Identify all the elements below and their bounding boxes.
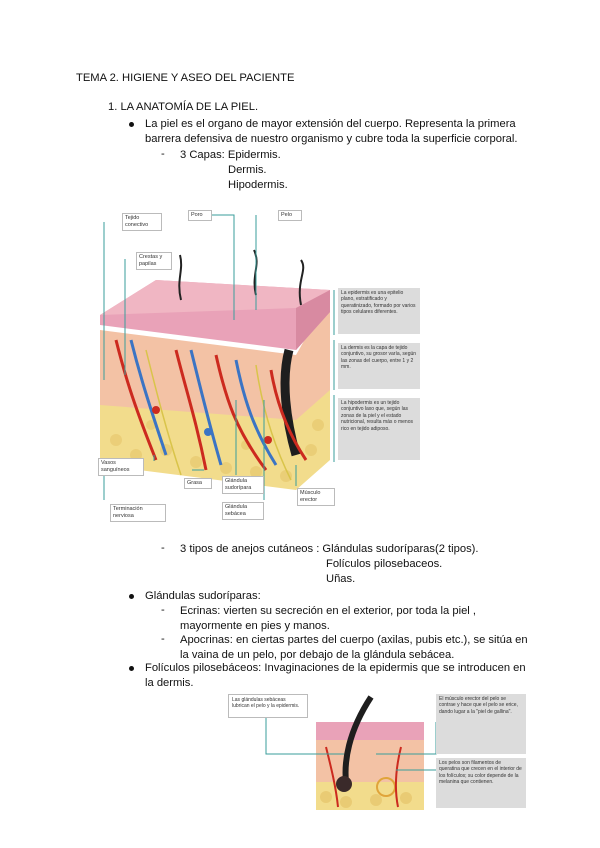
anejos-unas: Uñas.	[326, 573, 356, 585]
ecrinas-line-2: mayormente en pies y manos.	[180, 620, 330, 632]
intro-line-2: barrera defensiva de nuestro organismo y…	[145, 133, 518, 145]
dash-marker: -	[161, 633, 165, 645]
info-musculo-erector: El músculo erector del pelo se contrae y…	[436, 694, 526, 754]
follicle-illustration	[265, 695, 437, 810]
info-epidermis: La epidermis es una epitelio plano, estr…	[338, 288, 420, 334]
label-grasa: Grasa	[184, 478, 212, 489]
foliculos-line-1: Folículos pilosebáceos: Invaginaciones d…	[145, 662, 526, 674]
follicle-diagram: Las glándulas sebáceas lubrican el pelo …	[226, 692, 528, 812]
bullet-marker	[129, 666, 134, 671]
info-pelos: Los pelos son filamentos de queratina qu…	[436, 758, 526, 808]
anejos-lead: 3 tipos de anejos cutáneos : Glándulas s…	[180, 543, 479, 555]
bullet-marker	[129, 122, 134, 127]
dash-marker: -	[161, 148, 165, 160]
label-glandula-sebacea: Glándula sebácea	[222, 502, 264, 520]
foliculos-line-2: la dermis.	[145, 677, 194, 689]
info-hipodermis: La hipodermis es un tejido conjuntivo la…	[338, 398, 420, 460]
label-glandula-sudoripara: Glándula sudorípara	[222, 476, 264, 494]
skin-illustration	[100, 214, 335, 500]
page-title: TEMA 2. HIGIENE Y ASEO DEL PACIENTE	[76, 72, 295, 84]
label-tejido-conectivo: Tejido conectivo	[122, 213, 162, 231]
info-dermis: La dermis es la capa de tejido conjuntiv…	[338, 343, 420, 389]
label-pelo: Pelo	[278, 210, 302, 221]
label-poro: Poro	[188, 210, 212, 221]
skin-diagram: Tejido conectivo Poro Pelo Crestas y pap…	[96, 200, 430, 525]
label-terminacion-nerviosa: Terminación nerviosa	[110, 504, 166, 522]
bullet-marker	[129, 594, 134, 599]
section-heading: 1. LA ANATOMÍA DE LA PIEL.	[108, 101, 259, 113]
apocrinas-line-2: la vaina de un pelo, por debajo de la gl…	[180, 649, 455, 661]
ecrinas-line-1: Ecrinas: vierten su secreción en el exte…	[180, 605, 476, 617]
layer-dermis: Dermis.	[228, 164, 267, 176]
dash-marker: -	[161, 604, 165, 616]
intro-line-1: La piel es el organo de mayor extensión …	[145, 118, 516, 130]
layer-hipodermis: Hipodermis.	[228, 179, 288, 191]
label-musculo-erector: Músculo erector	[297, 488, 335, 506]
label-vasos-sanguineos: Vasos sanguíneos	[98, 458, 144, 476]
glandulas-heading: Glándulas sudoríparas:	[145, 590, 261, 602]
layers-lead: 3 Capas: Epidermis.	[180, 149, 281, 161]
label-crestas-papilas: Crestas y papilas	[136, 252, 172, 270]
info-glandulas-sebaceas: Las glándulas sebáceas lubrican el pelo …	[228, 694, 308, 718]
anejos-foliculos: Folículos pilosebaceos.	[326, 558, 443, 570]
apocrinas-line-1: Apocrinas: en ciertas partes del cuerpo …	[180, 634, 528, 646]
dash-marker: -	[161, 542, 165, 554]
